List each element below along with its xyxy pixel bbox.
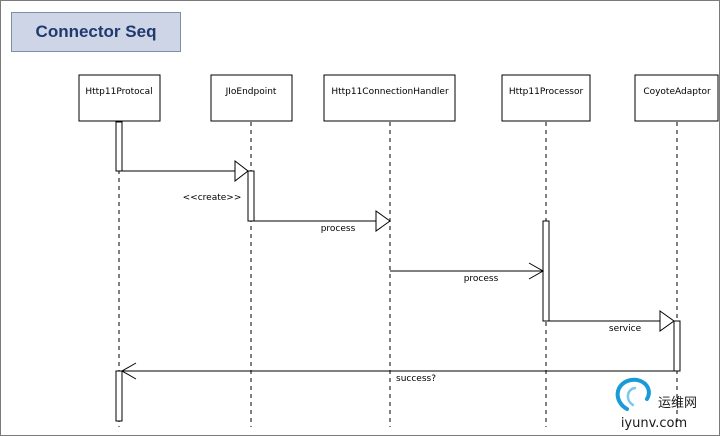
activation-bar-coyoteadaptor xyxy=(673,320,681,372)
activation-bar-http11protocal-1 xyxy=(115,121,123,172)
activation-bar-http11protocal-2 xyxy=(115,370,123,422)
arrowhead-process-2 xyxy=(528,262,545,280)
lifeline-box-http11processor xyxy=(501,74,591,122)
message-label-service: service xyxy=(609,324,642,334)
lifeline-box-coyoteadaptor xyxy=(634,74,719,122)
lifeline-label-coyoteadaptor: CoyoteAdaptor xyxy=(643,87,711,97)
watermark-logo: 运维网 iyunv.com xyxy=(615,377,697,431)
lifeline-box-http11protocal xyxy=(78,74,161,122)
watermark-swirl-inner-icon xyxy=(626,386,637,407)
lifeline-label-http11protocal: Http11Protocal xyxy=(85,87,152,97)
lifeline-box-connectionhandler xyxy=(323,74,456,122)
watermark-swirl-icon xyxy=(615,377,651,411)
lifeline-label-jioendpoint: JIoEndpoint xyxy=(225,87,277,97)
message-label-success: success? xyxy=(396,374,436,384)
message-label-process-1: process xyxy=(321,224,356,234)
watermark-domain: iyunv.com xyxy=(621,416,687,431)
diagram-title: Connector Seq xyxy=(11,12,181,52)
arrowhead-success xyxy=(120,362,137,380)
arrowhead-service xyxy=(659,310,675,332)
watermark-chinese: 运维网 xyxy=(658,396,697,411)
lifeline-label-connectionhandler: Http11ConnectionHandler xyxy=(331,87,449,97)
lifeline-label-http11processor: Http11Processor xyxy=(509,87,584,97)
lifeline-box-jioendpoint xyxy=(210,74,293,122)
arrowhead-process-1 xyxy=(375,210,391,232)
arrowhead-create xyxy=(234,159,249,183)
message-label-create: <<create>> xyxy=(183,193,242,203)
message-label-process-2: process xyxy=(464,274,499,284)
activation-bar-jioendpoint xyxy=(247,170,255,222)
